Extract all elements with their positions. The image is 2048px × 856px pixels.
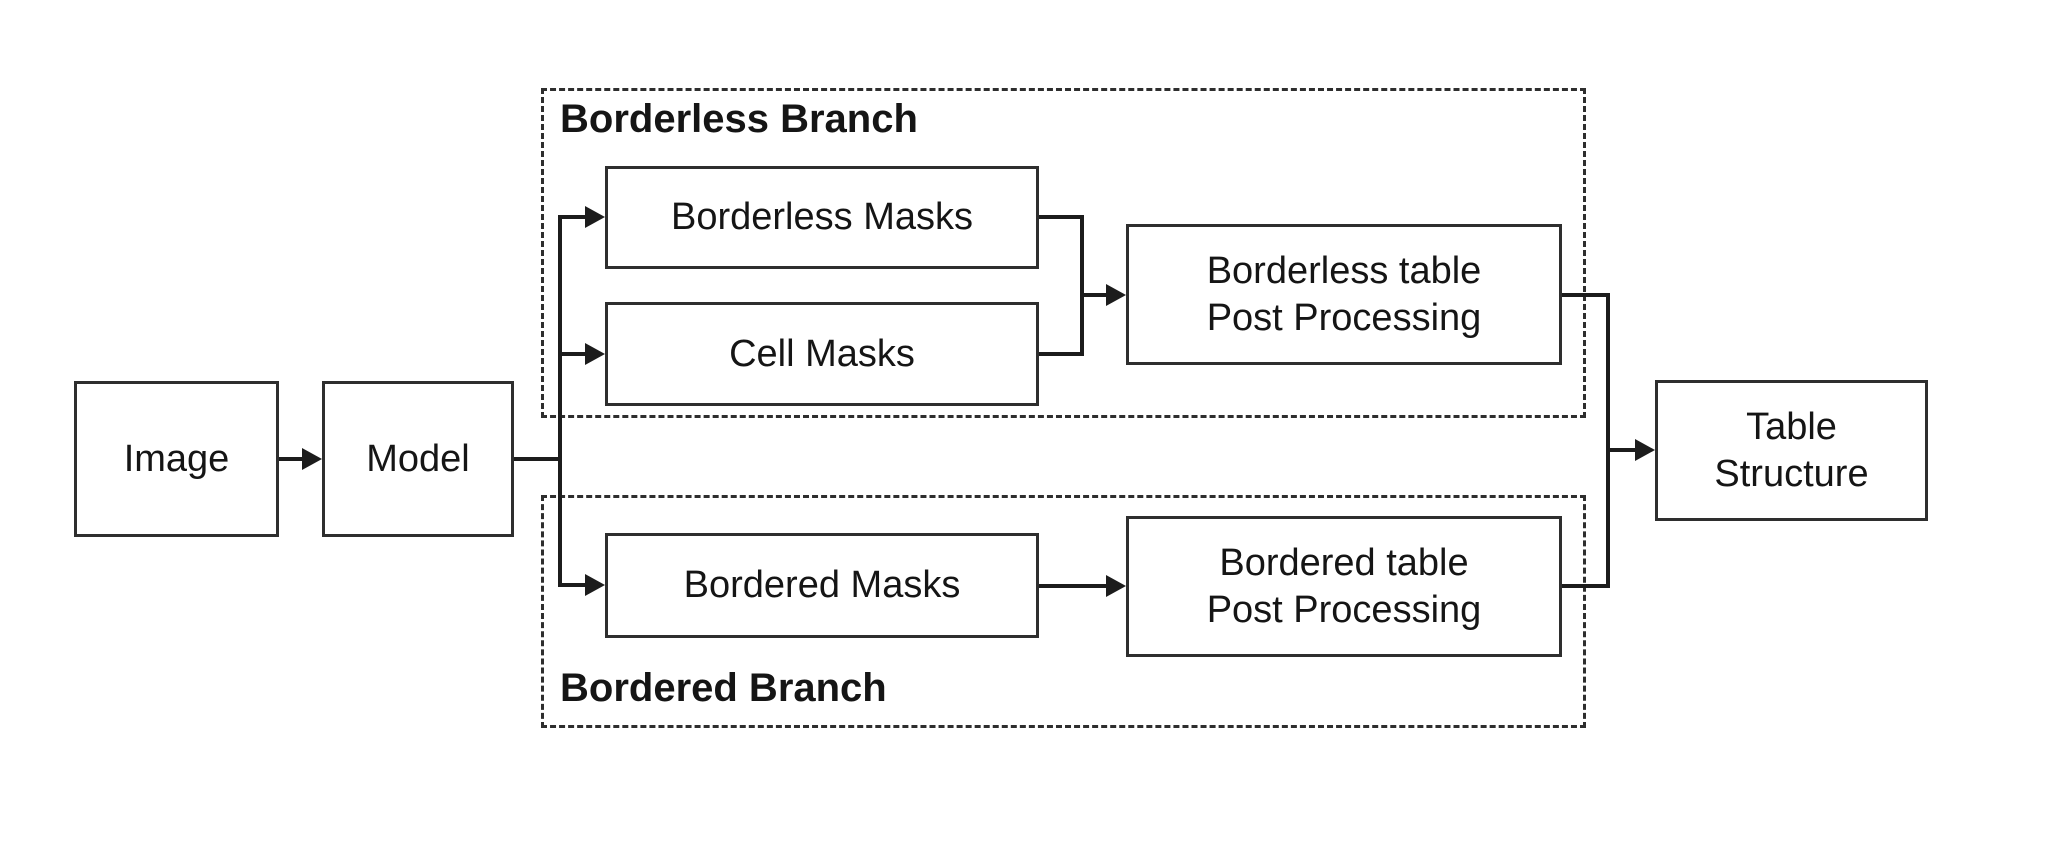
borderless-masks-node: Borderless Masks <box>605 166 1039 269</box>
bordered-table-post-processing-line1: Bordered table <box>1219 542 1469 585</box>
edge-cell-masks-exit-line <box>1039 352 1084 356</box>
table-structure-node: Table Structure <box>1655 380 1928 521</box>
edge-join-to-borderless-postprocessing-line <box>1080 293 1106 297</box>
arrowhead-into-model-icon <box>302 448 322 470</box>
edge-trunk-to-cell-masks-line <box>558 352 586 356</box>
edge-bordered-masks-to-postprocessing-line <box>1039 584 1106 588</box>
model-node-label: Model <box>366 437 470 480</box>
edge-borderless-masks-exit-line <box>1039 215 1084 219</box>
edge-bordered-postprocessing-exit-line <box>1562 584 1610 588</box>
borderless-branch-label: Borderless Branch <box>560 97 918 141</box>
bordered-table-post-processing-line2: Post Processing <box>1206 588 1482 631</box>
edge-trunk-to-borderless-masks-line <box>558 215 586 219</box>
arrowhead-into-borderless-masks-icon <box>585 206 605 228</box>
arrowhead-into-table-structure-icon <box>1635 439 1655 461</box>
borderless-masks-node-label: Borderless Masks <box>671 196 973 239</box>
borderless-table-post-processing-node: Borderless table Post Processing <box>1126 224 1562 365</box>
arrowhead-into-cell-masks-icon <box>585 343 605 365</box>
borderless-table-post-processing-line2: Post Processing <box>1206 296 1482 339</box>
edge-model-to-trunk-line <box>514 457 562 461</box>
edge-image-to-model-line <box>278 457 304 461</box>
bordered-branch-label: Bordered Branch <box>560 666 887 710</box>
arrowhead-into-bordered-masks-icon <box>585 574 605 596</box>
edge-merge-to-table-structure-line <box>1606 448 1635 452</box>
arrowhead-into-bordered-postprocessing-icon <box>1106 575 1126 597</box>
borderless-table-post-processing-line1: Borderless table <box>1206 250 1482 293</box>
borderless-branch-region <box>541 88 1586 418</box>
table-structure-line2: Structure <box>1714 452 1869 495</box>
image-node-label: Image <box>123 437 230 480</box>
cell-masks-node-label: Cell Masks <box>729 332 915 375</box>
bordered-masks-node-label: Bordered Masks <box>683 564 961 607</box>
edge-trunk-to-bordered-masks-line <box>558 583 586 587</box>
table-structure-line1: Table <box>1746 406 1837 449</box>
bordered-branch-region <box>541 495 1586 728</box>
outputs-merge-vertical-line <box>1606 293 1610 588</box>
masks-join-vertical-line <box>1080 215 1084 356</box>
model-node: Model <box>322 381 514 537</box>
edge-borderless-postprocessing-exit-line <box>1562 293 1610 297</box>
arrowhead-into-borderless-postprocessing-icon <box>1106 284 1126 306</box>
cell-masks-node: Cell Masks <box>605 302 1039 406</box>
model-branch-trunk-line <box>558 215 562 587</box>
bordered-table-post-processing-node: Bordered table Post Processing <box>1126 516 1562 657</box>
image-node: Image <box>74 381 279 537</box>
bordered-masks-node: Bordered Masks <box>605 533 1039 638</box>
